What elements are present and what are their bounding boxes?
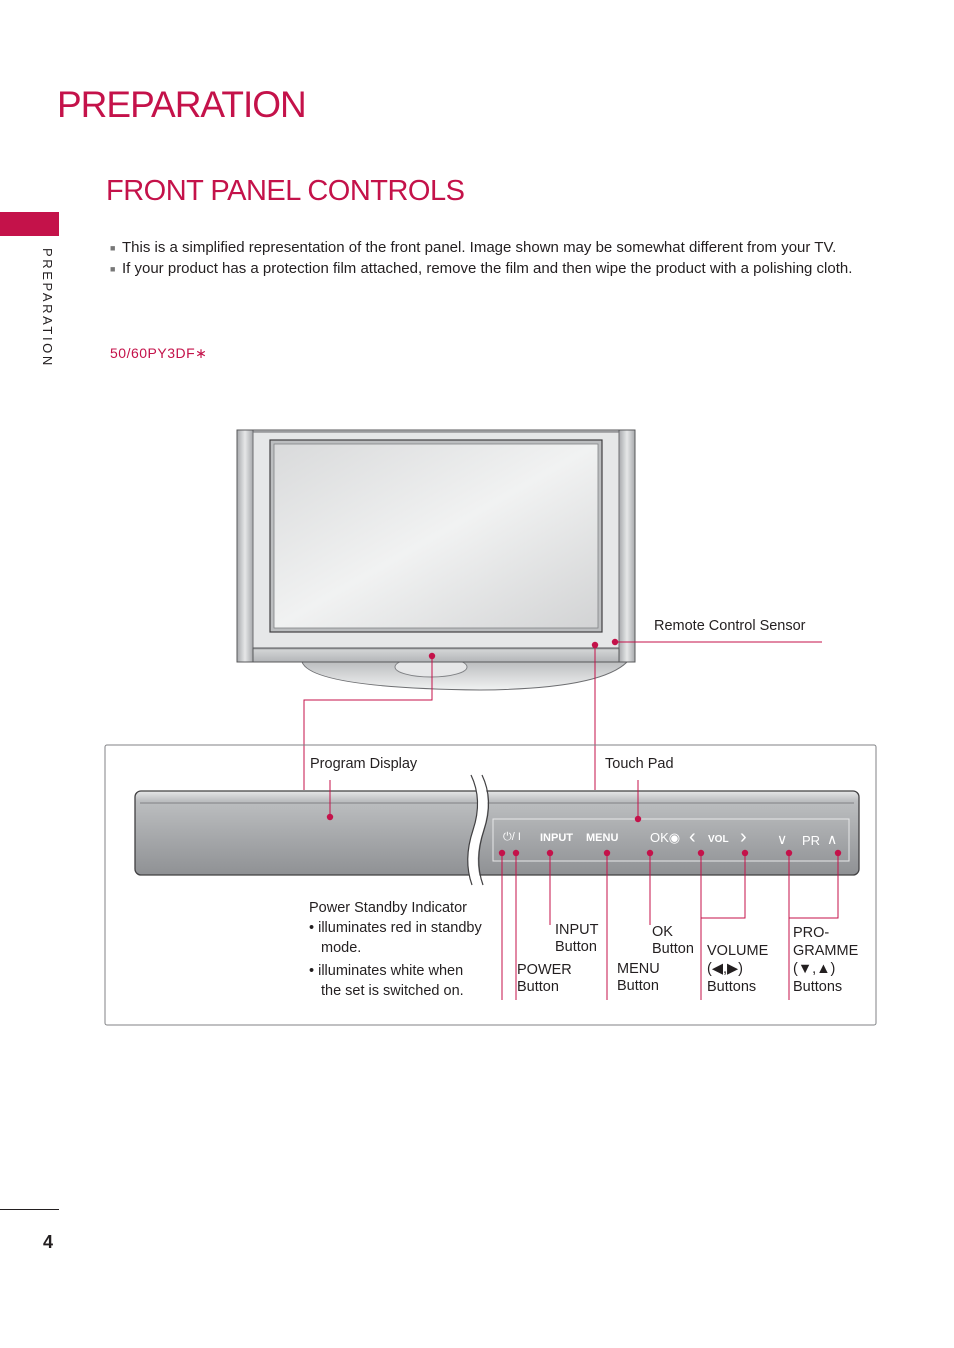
standby-indicator-title: Power Standby Indicator: [309, 900, 467, 916]
section-title: FRONT PANEL CONTROLS: [106, 175, 465, 207]
side-section-label: PREPARATION: [40, 248, 55, 368]
volume-buttons-label: VOLUME (◀,▶) Buttons: [707, 943, 769, 995]
standby-bullet-2: • illuminates white when: [309, 963, 464, 979]
programme-down-key[interactable]: ∨: [777, 831, 788, 847]
note-item: ■ If your product has a protection film …: [110, 259, 870, 280]
vol-label: VOL: [708, 834, 729, 845]
ok-button-label: OK Button: [652, 924, 694, 957]
power-key[interactable]: ⏻/ I: [503, 831, 521, 843]
tv-illustration: [236, 429, 636, 663]
touch-pad-label: Touch Pad: [605, 756, 674, 772]
programme-up-key[interactable]: ∧: [827, 831, 838, 847]
standby-bullet-1-cont: mode.: [321, 940, 362, 956]
front-panel-bar: [134, 790, 860, 876]
page-number: 4: [43, 1232, 54, 1252]
input-key[interactable]: INPUT: [540, 832, 573, 844]
page-title: PREPARATION: [57, 84, 307, 125]
square-bullet-icon: ■: [110, 263, 116, 274]
model-number: 50/60PY3DF∗: [110, 345, 208, 361]
pr-label: PR: [802, 833, 821, 848]
power-button-label: POWER Button: [517, 962, 572, 995]
programme-buttons-label: PRO- GRAMME (▼,▲) Buttons: [793, 925, 859, 995]
ok-key[interactable]: OK◉: [650, 830, 681, 845]
remote-sensor-label: Remote Control Sensor: [654, 618, 806, 634]
side-tab-marker: [0, 212, 59, 236]
tv-stand: [301, 656, 629, 691]
standby-bullet-2-cont: the set is switched on.: [321, 983, 464, 999]
program-display-label: Program Display: [310, 756, 418, 772]
notes-list: ■ This is a simplified representation of…: [110, 238, 870, 279]
volume-down-key[interactable]: ‹: [689, 826, 696, 848]
note-item: ■ This is a simplified representation of…: [110, 238, 870, 259]
input-button-label: INPUT Button: [555, 922, 599, 955]
page-number-rule: [0, 1209, 59, 1210]
menu-button-label: MENU Button: [617, 961, 660, 994]
standby-bullet-1: • illuminates red in standby: [309, 920, 482, 936]
square-bullet-icon: ■: [110, 243, 116, 253]
menu-key[interactable]: MENU: [586, 832, 619, 844]
volume-up-key[interactable]: ›: [740, 826, 747, 848]
